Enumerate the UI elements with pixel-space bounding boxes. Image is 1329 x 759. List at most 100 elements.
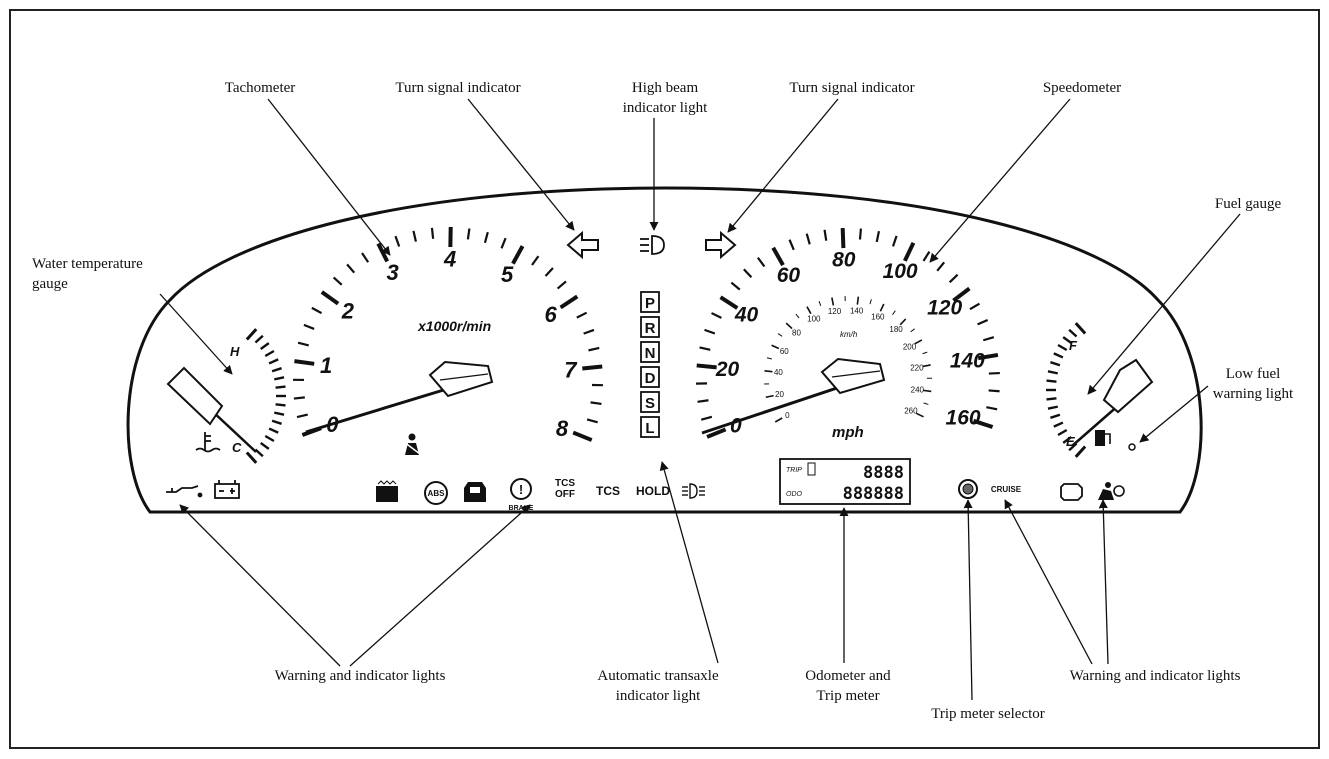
kmh-major-tick <box>923 389 932 393</box>
fuel-minor-tick <box>1050 413 1061 419</box>
tach-minor-tick <box>531 255 540 266</box>
tach-minor-tick <box>590 401 602 405</box>
gear-letter-p: P <box>645 295 655 312</box>
kmh-minor-tick <box>922 351 928 355</box>
tach-minor-tick <box>311 306 323 315</box>
fuel-minor-tick <box>1047 370 1058 375</box>
temp-minor-tick <box>275 403 286 407</box>
tachometer-hub-line <box>439 373 489 381</box>
mph-minor-tick <box>936 261 946 272</box>
tach-number-4: 4 <box>443 247 456 272</box>
kmh-number-60: 60 <box>780 347 789 356</box>
label-speedometer: Speedometer <box>1043 80 1121 96</box>
label-low-fuel-1: Low fuel <box>1226 366 1281 382</box>
tach-number-6: 6 <box>544 302 557 327</box>
fuel-needle-hub <box>1102 358 1154 414</box>
tachometer: 012345678 x1000r/min <box>292 226 603 442</box>
gear-letter-l: L <box>645 420 654 437</box>
tach-minor-tick <box>576 311 588 319</box>
kmh-number-100: 100 <box>807 315 821 324</box>
kmh-major-tick <box>806 306 812 315</box>
mph-minor-tick <box>988 371 1000 375</box>
label-warning-left: Warning and indicator lights <box>275 668 446 684</box>
temp-minor-tick <box>264 434 275 443</box>
mph-minor-tick <box>788 239 795 251</box>
mph-minor-tick <box>988 389 1000 393</box>
low-fuel-warning-light <box>1128 443 1136 451</box>
tach-minor-tick <box>297 341 309 347</box>
tach-number-2: 2 <box>341 298 355 323</box>
fog-light-icon <box>682 483 705 499</box>
check-engine-icon <box>1060 483 1083 501</box>
kmh-number-80: 80 <box>792 328 801 337</box>
tach-minor-tick <box>556 280 567 290</box>
label-turn-signal-left: Turn signal indicator <box>395 80 520 96</box>
cruise-label: CRUISE <box>991 485 1022 494</box>
temp-minor-tick <box>254 334 264 344</box>
mph-number-80: 80 <box>832 248 856 271</box>
kmh-minor-tick <box>869 299 872 305</box>
speedometer-hub <box>820 357 886 395</box>
kmh-unit: km/h <box>840 330 858 339</box>
fuel-major-tick <box>1074 322 1087 335</box>
tach-minor-tick <box>588 346 600 352</box>
mph-major-tick <box>696 363 717 370</box>
abs-label: ABS <box>428 489 446 498</box>
odo-label: ODO <box>786 491 803 498</box>
label-odometer-1: Odometer and <box>805 668 891 684</box>
mph-minor-tick <box>756 256 766 268</box>
label-high-beam-1: High beam <box>632 80 699 96</box>
temp-needle-hub <box>166 366 224 426</box>
mph-minor-tick <box>743 268 753 279</box>
temperature-gauge-ticks <box>245 328 286 464</box>
kmh-major-tick <box>771 344 780 350</box>
arrow-warning-left-a <box>179 504 341 667</box>
fuel-minor-tick <box>1053 421 1064 428</box>
trip-meter-selector-knob[interactable] <box>958 479 978 499</box>
tachometer-needle <box>305 383 461 434</box>
label-high-beam-2: indicator light <box>623 100 708 116</box>
mph-number-20: 20 <box>715 358 740 381</box>
temp-major-tick <box>245 451 258 464</box>
trip-label: TRIP <box>786 467 802 474</box>
mph-minor-tick <box>805 233 811 245</box>
kmh-minor-tick <box>766 357 772 360</box>
mph-minor-tick <box>858 228 863 240</box>
mph-major-tick <box>972 418 994 429</box>
battery-icon <box>214 480 240 499</box>
kmh-number-120: 120 <box>828 307 842 316</box>
speedometer-needle <box>701 379 859 435</box>
tach-minor-tick <box>483 231 489 244</box>
tach-major-tick <box>294 359 315 366</box>
kmh-minor-tick <box>795 313 800 319</box>
label-fuel-gauge: Fuel gauge <box>1215 196 1282 212</box>
tachometer-numbers: 012345678 <box>320 247 578 441</box>
kmh-major-tick <box>764 369 773 373</box>
gear-letter-s: S <box>645 395 655 412</box>
gear-box-n <box>640 341 660 363</box>
label-water-temp-1: Water temperature <box>32 256 143 272</box>
tach-major-tick <box>582 364 603 371</box>
mph-minor-tick <box>704 328 716 335</box>
tach-major-tick <box>559 294 579 310</box>
temp-minor-tick <box>264 349 275 358</box>
tach-minor-tick <box>430 227 435 239</box>
mph-major-tick <box>840 228 846 249</box>
hold-label: HOLD <box>636 484 670 498</box>
mph-major-tick <box>977 352 999 361</box>
tach-number-5: 5 <box>501 262 514 287</box>
kmh-number-140: 140 <box>850 306 864 315</box>
kmh-number-220: 220 <box>910 363 924 372</box>
label-odometer-2: Trip meter <box>816 688 879 704</box>
gear-box-l <box>640 416 660 438</box>
figure-border <box>9 9 1320 749</box>
fuel-gauge: F E <box>1046 322 1154 458</box>
kmh-number-40: 40 <box>774 368 783 377</box>
kmh-number-160: 160 <box>871 312 885 321</box>
tach-minor-tick <box>293 396 305 400</box>
kmh-number-180: 180 <box>889 325 903 334</box>
mph-major-tick <box>771 246 785 267</box>
temp-cold-label: C <box>232 440 242 455</box>
